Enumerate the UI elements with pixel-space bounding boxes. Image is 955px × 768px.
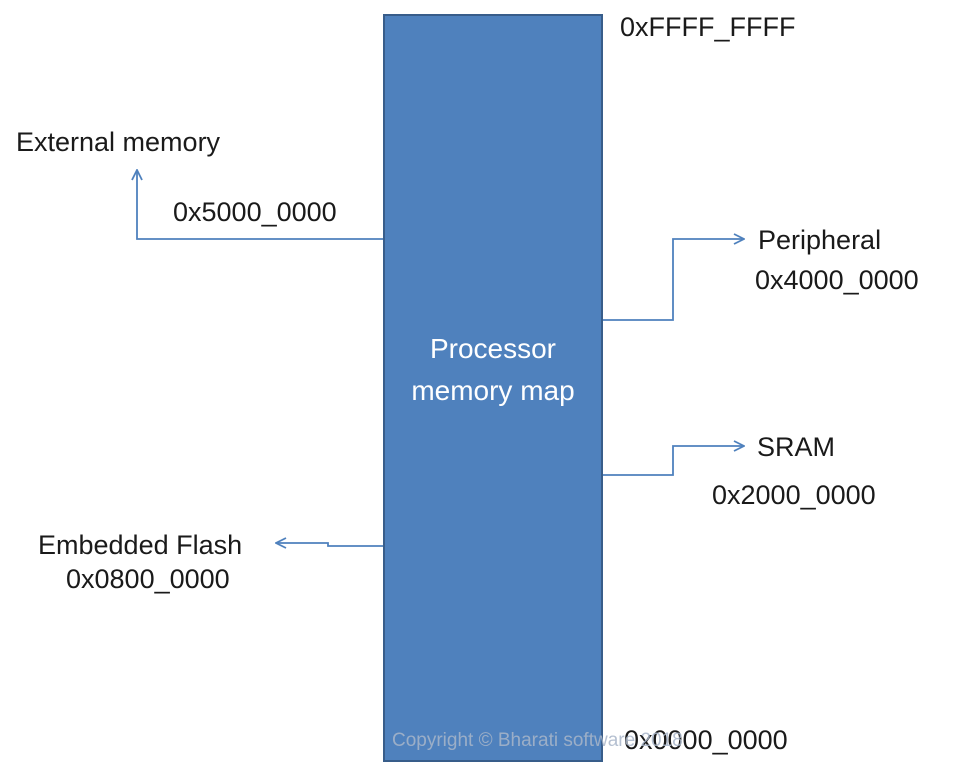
copyright-watermark: Copyright © Bharati software 2018 [392,730,683,751]
external-memory-address: 0x5000_0000 [173,197,337,227]
external-memory-label: External memory [16,127,221,157]
memory-map-title-line1: Processor [429,333,557,364]
external-memory-connector-arrow [137,170,383,240]
bottom-address-label: 0x0000_0000 [624,725,788,755]
sram-label: SRAM [757,432,836,462]
top-address-label: 0xFFFF_FFFF [620,12,796,42]
memory-map-title-line2: memory map [411,375,575,406]
peripheral-address: 0x4000_0000 [755,265,919,295]
embedded-flash-connector-arrow [276,543,383,546]
embedded-flash-label: Embedded Flash [38,530,243,560]
peripheral-connector-arrow [603,239,744,321]
peripheral-label: Peripheral [758,225,882,255]
sram-address: 0x2000_0000 [712,480,876,510]
memory-map-title: Processor memory map [383,328,603,412]
embedded-flash-address: 0x0800_0000 [66,564,230,594]
sram-connector-arrow [603,446,744,476]
processor-memory-map-block [383,14,603,762]
